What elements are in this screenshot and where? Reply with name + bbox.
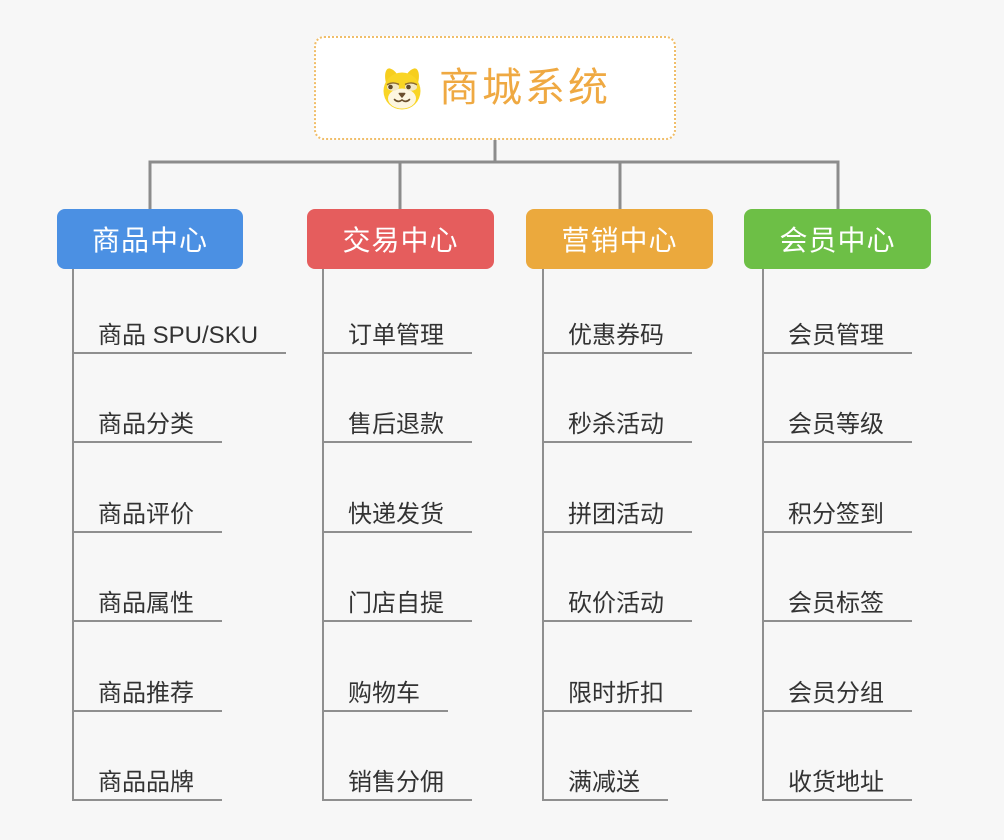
child-node[interactable]: 商品评价	[72, 493, 222, 533]
branch-children-marketing-center: 优惠券码 秒杀活动 拼团活动 砍价活动 限时折扣 满减送	[542, 269, 762, 801]
branch-children-member-center: 会员管理 会员等级 积分签到 会员标签 会员分组 收货地址	[762, 269, 982, 801]
child-node[interactable]: 商品属性	[72, 582, 222, 622]
child-node[interactable]: 砍价活动	[542, 582, 692, 622]
branch-node-product-center[interactable]: 商品中心	[57, 209, 243, 269]
child-node[interactable]: 满减送	[542, 761, 668, 801]
child-node[interactable]: 拼团活动	[542, 493, 692, 533]
dog-face-icon	[379, 66, 425, 110]
branch-label: 交易中心	[342, 225, 459, 256]
child-node[interactable]: 售后退款	[322, 403, 472, 443]
child-node[interactable]: 商品品牌	[72, 761, 222, 801]
child-node[interactable]: 会员管理	[762, 314, 912, 354]
child-node[interactable]: 收货地址	[762, 761, 912, 801]
child-node[interactable]: 门店自提	[322, 582, 472, 622]
branch-children-trade-center: 订单管理 售后退款 快递发货 门店自提 购物车 销售分佣	[322, 269, 542, 801]
child-node[interactable]: 会员标签	[762, 582, 912, 622]
child-node[interactable]: 商品分类	[72, 403, 222, 443]
child-node[interactable]: 秒杀活动	[542, 403, 692, 443]
branch-label: 会员中心	[779, 225, 896, 256]
branch-label: 营销中心	[561, 225, 678, 256]
child-node[interactable]: 积分签到	[762, 493, 912, 533]
child-node[interactable]: 订单管理	[322, 314, 472, 354]
child-node[interactable]: 会员等级	[762, 403, 912, 443]
branch-children-product-center: 商品 SPU/SKU 商品分类 商品评价 商品属性 商品推荐 商品品牌	[72, 269, 292, 801]
child-node[interactable]: 商品推荐	[72, 672, 222, 712]
child-node[interactable]: 销售分佣	[322, 761, 472, 801]
child-node[interactable]: 商品 SPU/SKU	[72, 314, 287, 354]
branch-label: 商品中心	[91, 225, 208, 256]
root-node[interactable]: 商城系统	[314, 36, 676, 140]
branch-node-trade-center[interactable]: 交易中心	[307, 209, 494, 269]
child-node[interactable]: 会员分组	[762, 672, 912, 712]
child-node[interactable]: 购物车	[322, 672, 448, 712]
branch-node-member-center[interactable]: 会员中心	[744, 209, 931, 269]
child-node[interactable]: 优惠券码	[542, 314, 692, 354]
child-node[interactable]: 快递发货	[322, 493, 472, 533]
root-node-label: 商城系统	[439, 66, 611, 110]
branch-node-marketing-center[interactable]: 营销中心	[526, 209, 713, 269]
child-node[interactable]: 限时折扣	[542, 672, 692, 712]
